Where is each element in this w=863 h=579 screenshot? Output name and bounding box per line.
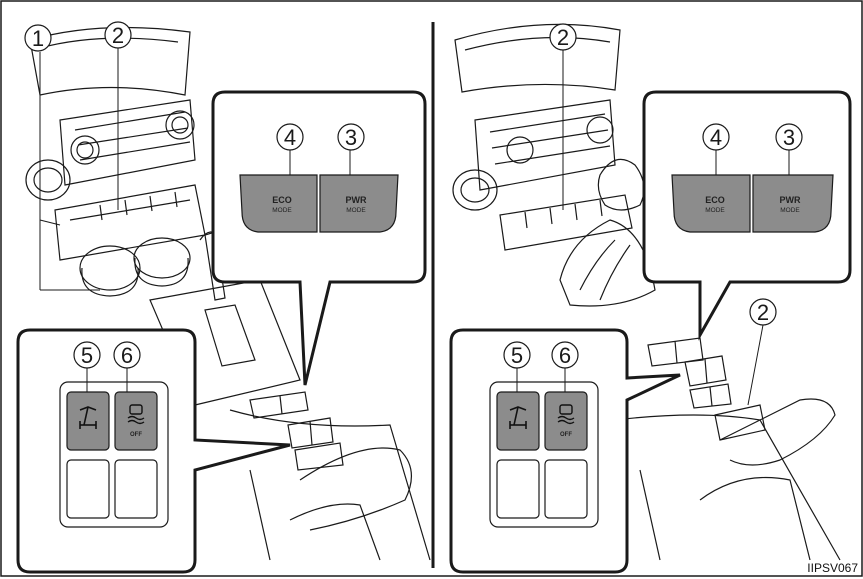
callout-3-right: 3: [776, 124, 802, 150]
pwr-label: PWR: [780, 195, 801, 205]
figure-code: IIPSV067: [807, 561, 858, 575]
callout-label: 2: [112, 23, 124, 48]
left-inset-drive-mode: 4 3 ECO MODE PWR MODE: [213, 92, 425, 385]
pwr-mode-button: PWR MODE: [320, 175, 398, 232]
pwr-sub: MODE: [346, 207, 366, 214]
callout-4-left: 4: [277, 124, 303, 150]
left-inset-switches: 5 6 OFF: [18, 330, 290, 572]
callout-6-right: 6: [552, 342, 578, 368]
eco-label: ECO: [272, 195, 292, 205]
vsc-off-switch: OFF: [115, 392, 157, 450]
right-inset-drive-mode: 4 3 ECO MODE PWR MODE: [644, 92, 850, 335]
blank-switch: [545, 460, 587, 518]
four-wheel-drive-switch: [67, 392, 109, 450]
callout-6-left: 6: [114, 342, 140, 368]
blank-switch: [67, 460, 109, 518]
vsc-off-switch: OFF: [545, 392, 587, 450]
vsc-off-label: OFF: [560, 432, 572, 438]
eco-mode-button: ECO MODE: [672, 175, 750, 232]
callout-2-right-bottom: 2: [750, 299, 776, 325]
callout-label: 1: [32, 26, 44, 51]
right-inset-switches: 5 6 OFF: [451, 330, 680, 572]
callout-label: 2: [757, 300, 769, 325]
pwr-mode-button: PWR MODE: [753, 175, 833, 232]
callout-label: 3: [783, 125, 795, 150]
callout-label: 4: [710, 125, 722, 150]
callout-4-right: 4: [703, 124, 729, 150]
vsc-off-label: OFF: [130, 432, 142, 438]
eco-label: ECO: [705, 195, 725, 205]
callout-2-right-top: 2: [550, 24, 576, 50]
eco-mode-button: ECO MODE: [240, 175, 317, 232]
callout-1-left: 1: [25, 25, 51, 51]
callout-3-left: 3: [338, 124, 364, 150]
eco-sub: MODE: [705, 207, 725, 214]
callout-label: 6: [121, 343, 133, 368]
callout-label: 2: [557, 25, 569, 50]
blank-switch: [115, 460, 157, 518]
callout-label: 4: [284, 125, 296, 150]
callout-5-right: 5: [504, 342, 530, 368]
callout-5-left: 5: [74, 342, 100, 368]
callout-2-left: 2: [105, 22, 131, 48]
callout-label: 3: [345, 125, 357, 150]
callout-label: 5: [511, 343, 523, 368]
callout-label: 5: [81, 343, 93, 368]
eco-sub: MODE: [272, 207, 292, 214]
pwr-label: PWR: [346, 195, 367, 205]
blank-switch: [497, 460, 539, 518]
pwr-sub: MODE: [780, 207, 800, 214]
callout-label: 6: [559, 343, 571, 368]
four-wheel-drive-switch: [497, 392, 539, 450]
